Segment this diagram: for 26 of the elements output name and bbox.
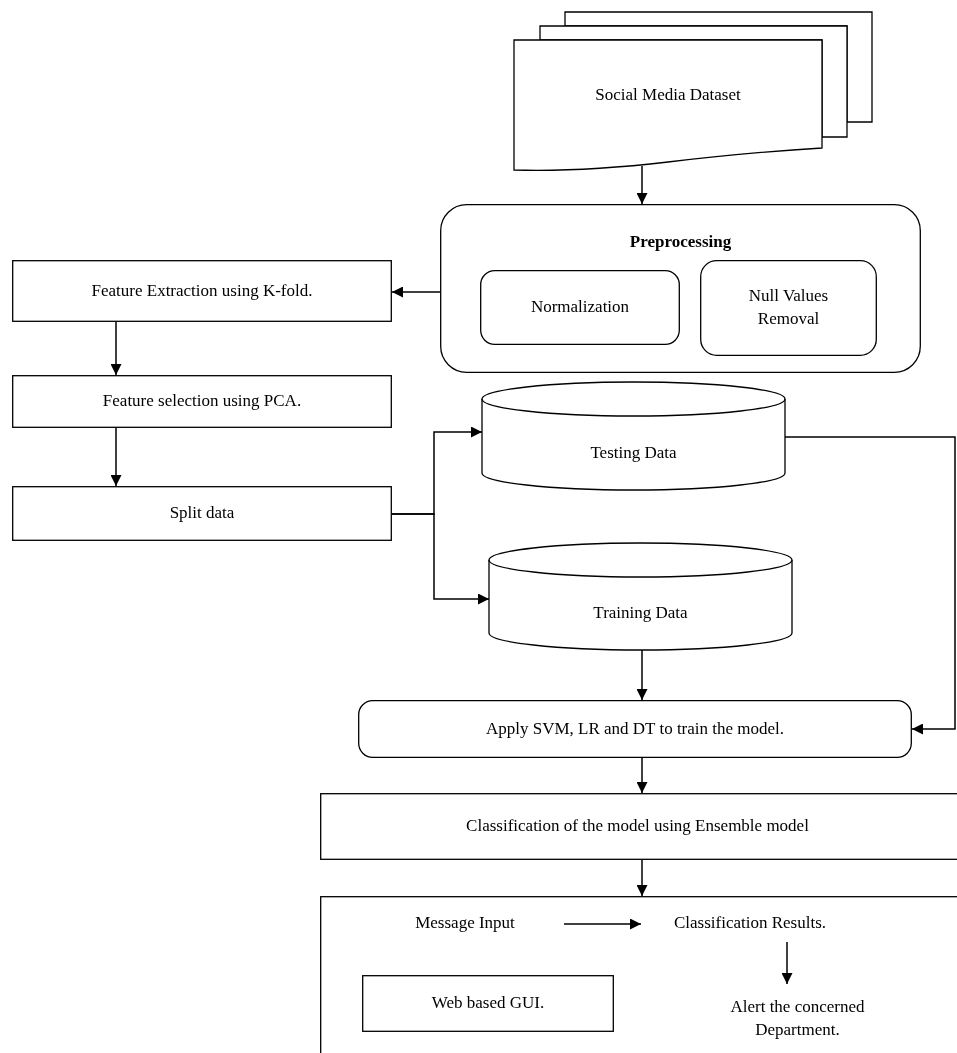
arrow [781, 941, 793, 985]
node-label: Split data [169, 502, 235, 525]
flow-text: Alert the concerned Department. [729, 996, 866, 1041]
node-label: Feature Extraction using K-fold. [91, 279, 313, 302]
node-label: Training Data [593, 602, 688, 625]
flow-text: Message Input [415, 911, 515, 934]
node-label: Classification of the model using Ensemble model [466, 815, 809, 838]
arrow [636, 165, 648, 205]
arrow [391, 513, 490, 605]
node-label: Web based GUI. [431, 992, 545, 1015]
arrow [110, 427, 122, 487]
arrow [636, 649, 648, 701]
flow-text: Classification Results. [673, 911, 826, 934]
arrow [636, 757, 648, 794]
node-label: Normalization [530, 296, 630, 319]
arrow [784, 436, 956, 735]
arrow [110, 321, 122, 376]
arrow [636, 859, 648, 897]
arrow [391, 286, 441, 298]
node-label: Null Values Removal [747, 285, 830, 330]
arrow [563, 918, 642, 930]
node-label: Social Media Dataset [595, 83, 741, 106]
node-label: Testing Data [590, 441, 677, 464]
node-label: Feature selection using PCA. [102, 390, 302, 413]
node-label: Apply SVM, LR and DT to train the model. [485, 717, 785, 740]
group-title: Preprocessing [629, 230, 732, 253]
